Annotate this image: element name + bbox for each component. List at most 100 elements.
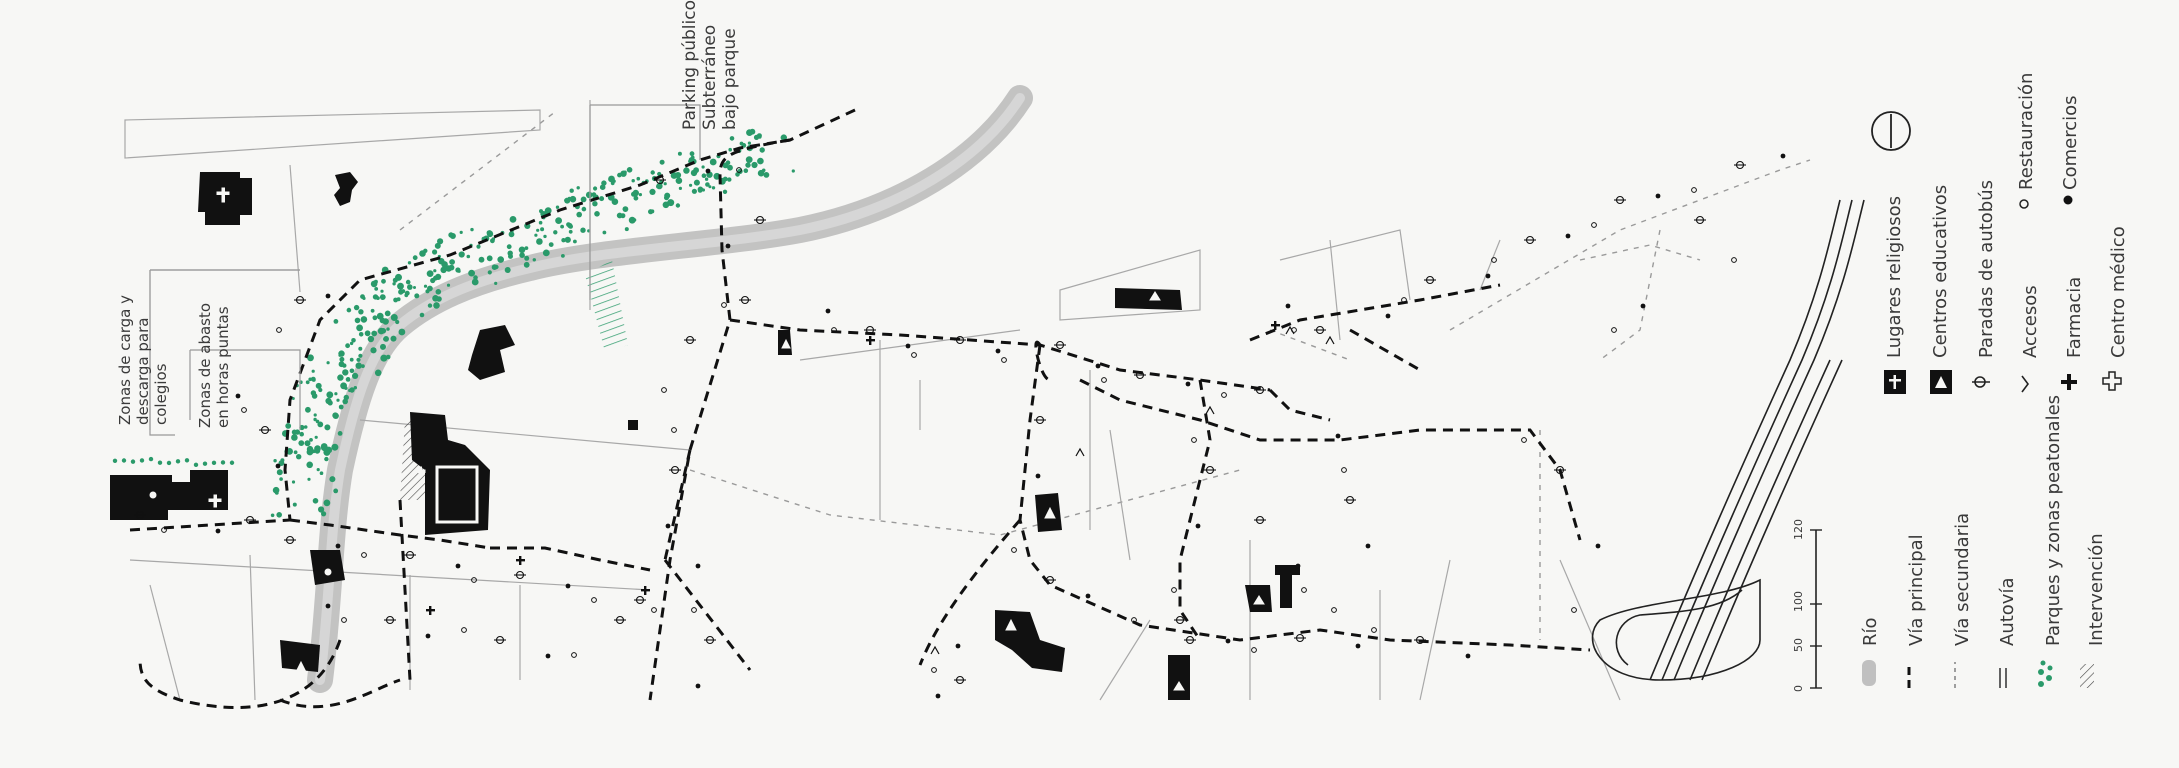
restaurant-circle-icon [471,577,477,583]
park-dot [509,216,517,223]
park-dot [753,134,760,140]
park-dot [650,170,655,175]
legend-label-medical: Centro médico [2108,226,2129,358]
park-dot [380,354,388,362]
park-dot [689,183,693,187]
park-dot [555,217,562,225]
park-dot [735,172,740,177]
park-dot [276,469,283,476]
park-dot [312,498,319,504]
commerce-dot-icon [905,343,911,349]
park-dot [370,347,377,354]
park-dot [612,179,616,183]
park-dot [349,341,354,346]
park-dot [631,191,637,197]
park-dot [323,499,331,507]
park-dot [314,445,321,452]
park-dot [346,307,352,313]
park-dots-icon [2038,660,2053,687]
restaurant-circle-icon [276,327,282,333]
park-dot [308,377,313,382]
park-dot [434,242,441,249]
building-small-center [628,420,638,430]
park-dot [305,380,310,385]
annotation-leaders [149,104,701,436]
park-dot [379,294,386,300]
building-big-complex [410,412,490,535]
park-dot [580,227,586,233]
park-dot [538,220,543,225]
park-dot [683,167,690,174]
park-dot [675,177,683,184]
commerce-dot-icon [1285,303,1291,309]
building-east-school2 [1275,565,1300,608]
park-dot [193,462,199,468]
commerce-dot-icon [1095,363,1101,369]
bus-stop-icon [404,550,416,560]
park-dot [745,162,751,168]
legend-label-pharmacy: Farmacia [2064,277,2085,358]
bus-stop-icon [1614,195,1626,205]
park-dot [751,161,758,169]
park-dot [229,460,235,465]
restaurant-circle-icon [671,427,677,433]
park-dot [314,435,318,439]
park-dot [675,203,681,208]
restaurant-circle-icon [341,617,347,623]
park-dot [291,429,297,435]
park-dot [395,319,400,325]
legend-label-bus-stops: Paradas de autobús [1976,180,1997,358]
park-dot [358,332,364,337]
park-dot [470,227,474,232]
park-dot [397,282,404,290]
bus-stop-icon [684,335,696,345]
park-dot [536,238,543,245]
park-dot [273,459,277,463]
bus-stop-icon [244,515,256,525]
bus-stop-icon [614,615,626,625]
commerce-dot-icon [1365,543,1371,549]
park-dot [704,177,709,181]
park-dot [339,356,345,362]
bus-stop-icon [1184,635,1196,645]
park-dot [599,196,605,202]
restaurant-circle-icon [831,327,837,333]
bus-stop-icon [654,175,666,185]
medical-cross-icon [2102,371,2122,391]
restaurant-circle-icon [1001,357,1007,363]
restaurant-circle-icon [651,607,657,613]
bus-stop-icon [1554,465,1566,475]
park-dot [412,255,418,261]
park-dot [518,246,526,254]
park-dot [585,191,593,199]
park-dot [338,350,345,357]
legend: 0 50 100 120 Río Vía principal Vía se [1792,73,2129,692]
park-dot [317,421,324,428]
park-dot [539,209,543,214]
commerce-dot-icon [1640,303,1646,309]
park-dot [322,445,329,452]
commerce-dot-icon [1085,593,1091,599]
park-dot [508,253,513,259]
restaurant-circle-icon [591,597,597,603]
legend-label-access: Accesos [2020,285,2041,358]
park-dot [370,280,378,288]
bus-stop-icon [1344,495,1356,505]
park-dot [362,296,366,300]
building-small-top [334,172,358,206]
restaurant-circle-icon [1491,257,1497,263]
park-dot [580,196,587,203]
access-caret-icon [1075,447,1085,457]
pharmacy-cross-icon [516,556,525,565]
commerce-dot-icon [425,633,431,639]
park-dot [423,284,428,288]
park-dot [727,164,733,171]
access-caret-icon [1285,325,1295,335]
commerce-dot-icon [325,293,331,299]
park-dot [523,261,530,268]
restaurant-circle-icon [721,302,727,308]
park-dot [440,266,447,274]
park-dot [296,454,302,460]
park-dot [569,195,577,203]
park-dot [449,259,455,265]
